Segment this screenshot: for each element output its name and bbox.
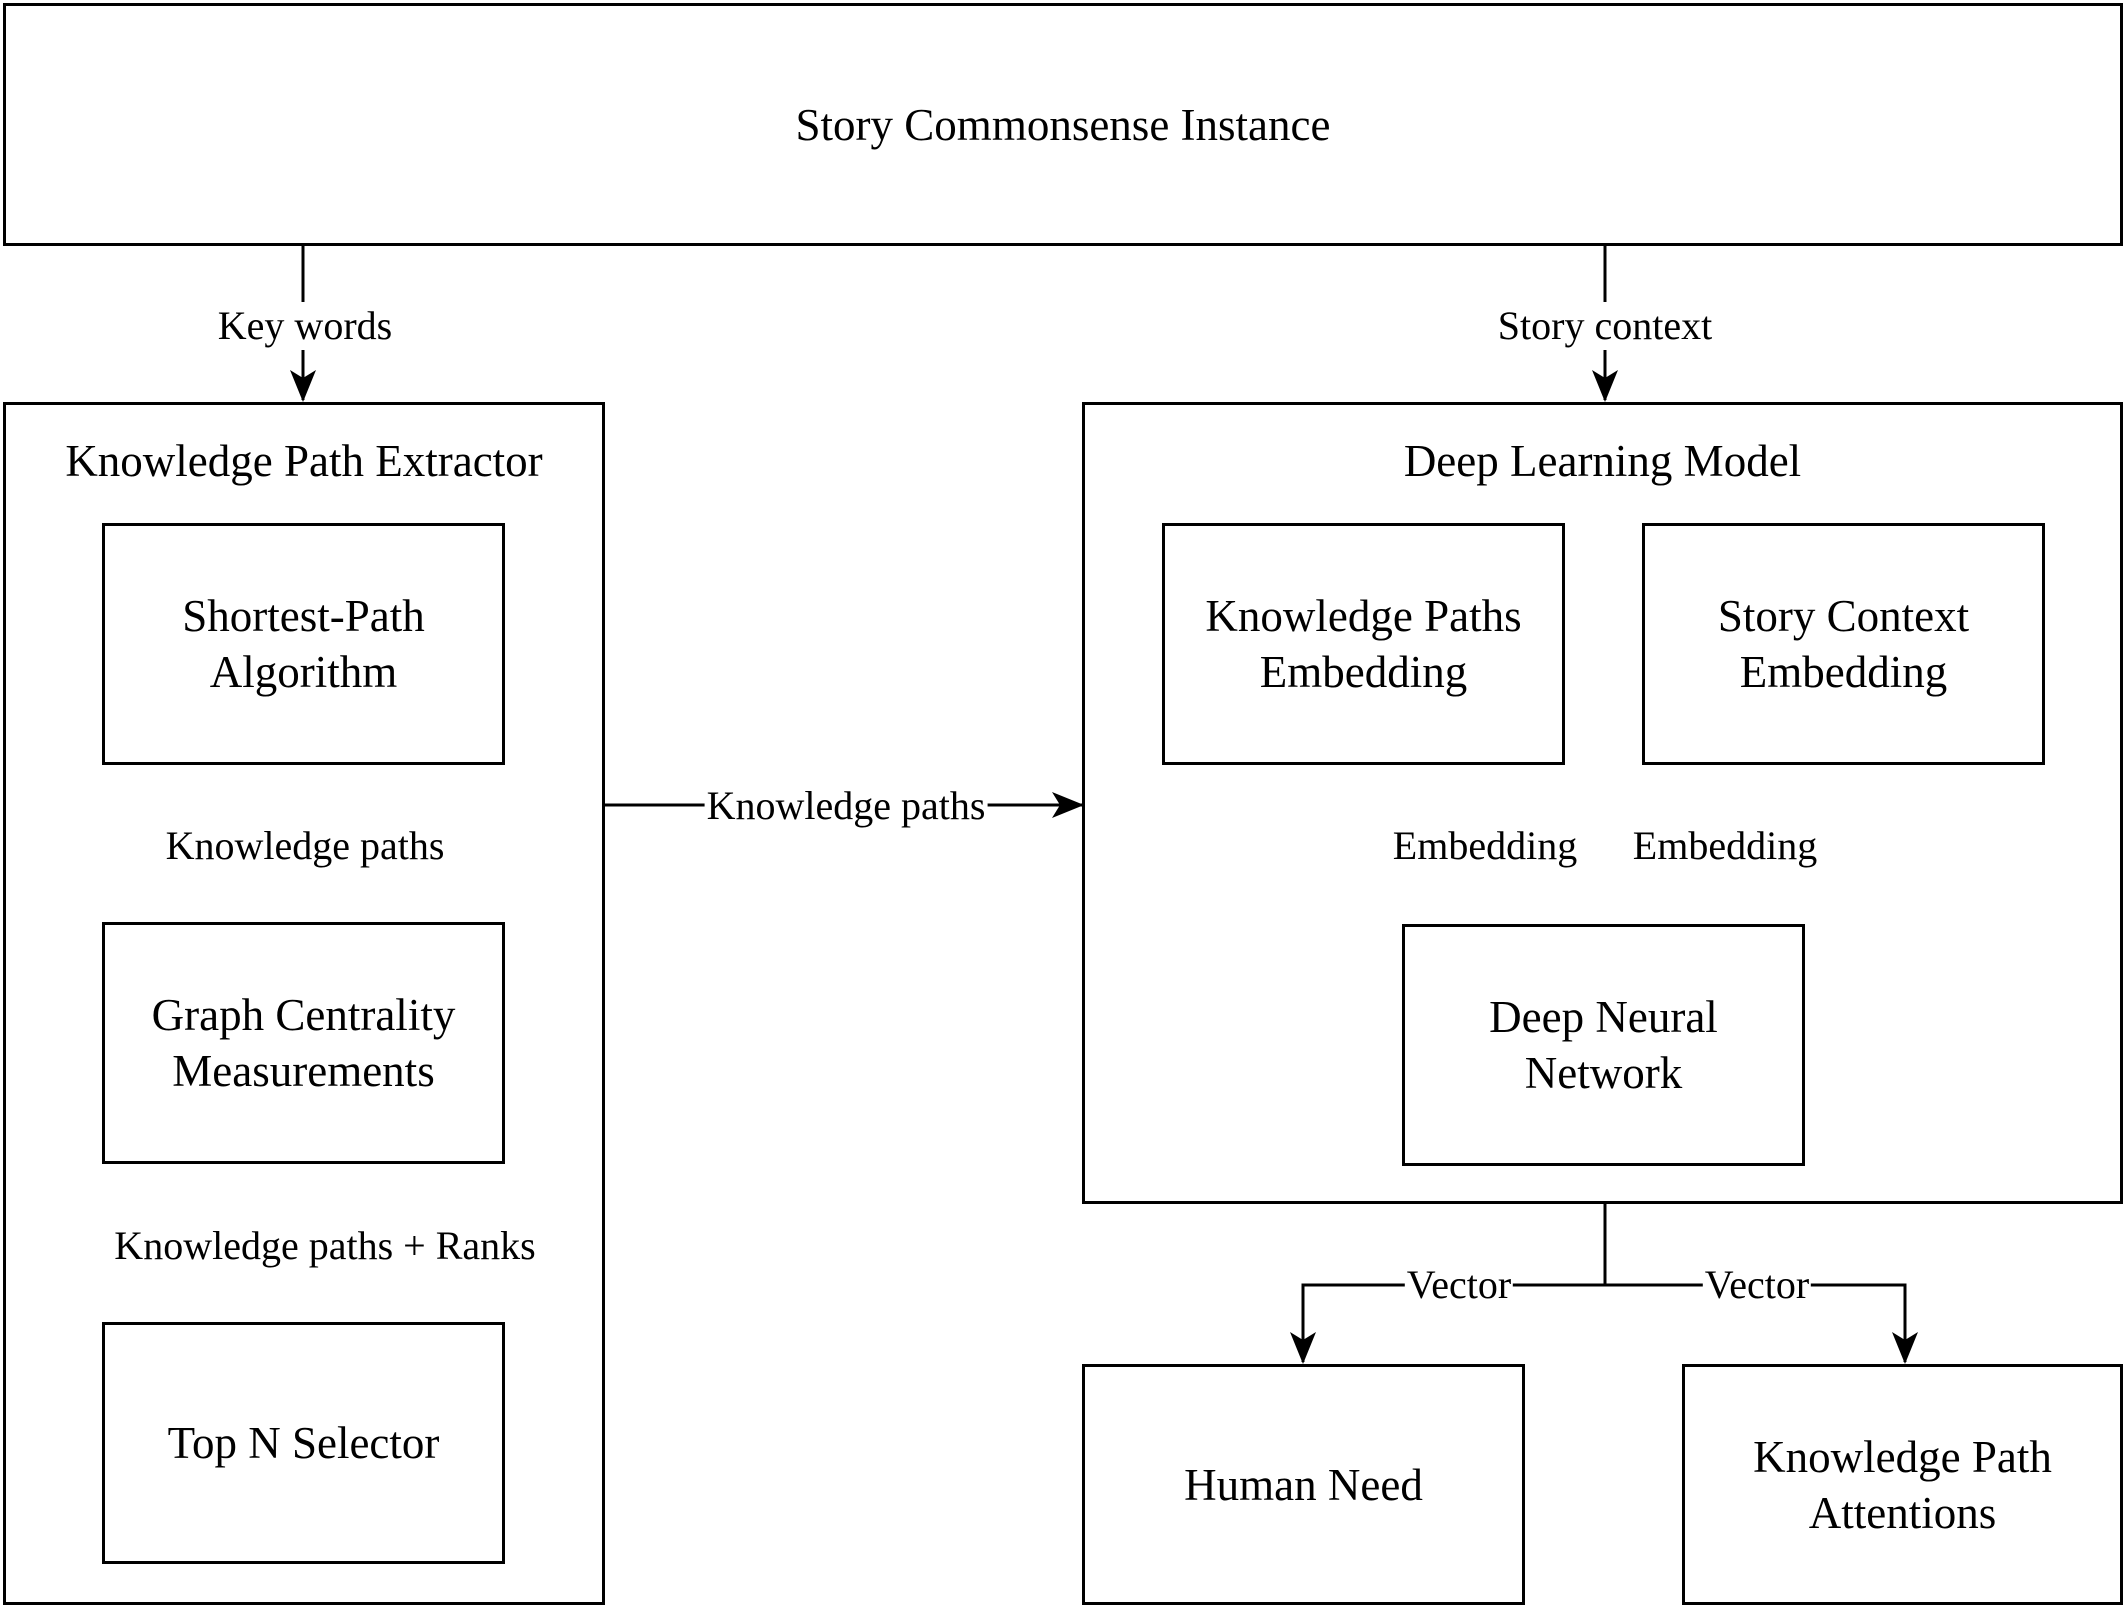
edge-label-knowledge-paths-main: Knowledge paths — [704, 782, 988, 830]
story-context-embedding-box: Story Context Embedding — [1642, 523, 2045, 765]
knowledge-paths-embedding-box: Knowledge Paths Embedding — [1162, 523, 1565, 765]
human-need-box: Human Need — [1082, 1364, 1525, 1605]
edge-label-embedding-right: Embedding — [1630, 822, 1820, 870]
top-n-selector-box: Top N Selector — [102, 1322, 505, 1564]
edge-label-knowledge-paths-inner: Knowledge paths — [163, 822, 447, 870]
graph-centrality-label: Graph Centrality Measurements — [151, 990, 456, 1096]
edge-label-embedding-left: Embedding — [1390, 822, 1580, 870]
knowledge-paths-embedding-label: Knowledge Paths Embedding — [1205, 591, 1522, 697]
edge-label-vector-right: Vector — [1702, 1261, 1812, 1309]
graph-centrality-box: Graph Centrality Measurements — [102, 922, 505, 1164]
deep-neural-network-label: Deep Neural Network — [1489, 992, 1718, 1098]
knowledge-path-attentions-box: Knowledge Path Attentions — [1682, 1364, 2123, 1605]
shortest-path-algorithm-label: Shortest-Path Algorithm — [182, 591, 425, 697]
edge-label-story-context: Story context — [1495, 302, 1715, 350]
top-n-selector-label: Top N Selector — [167, 1418, 440, 1468]
story-context-embedding-label: Story Context Embedding — [1717, 591, 1970, 697]
deep-learning-model-title: Deep Learning Model — [1403, 436, 1802, 486]
story-commonsense-instance-label: Story Commonsense Instance — [795, 99, 1331, 150]
edge-label-knowledge-paths-ranks: Knowledge paths + Ranks — [112, 1222, 538, 1270]
knowledge-path-attentions-label: Knowledge Path Attentions — [1753, 1431, 2052, 1538]
human-need-label: Human Need — [1184, 1459, 1423, 1510]
edge-label-key-words: Key words — [215, 302, 395, 350]
deep-neural-network-box: Deep Neural Network — [1402, 924, 1805, 1166]
knowledge-path-extractor-title: Knowledge Path Extractor — [65, 436, 543, 486]
story-commonsense-instance-box: Story Commonsense Instance — [3, 3, 2123, 246]
shortest-path-algorithm-box: Shortest-Path Algorithm — [102, 523, 505, 765]
edge-label-vector-left: Vector — [1404, 1261, 1514, 1309]
